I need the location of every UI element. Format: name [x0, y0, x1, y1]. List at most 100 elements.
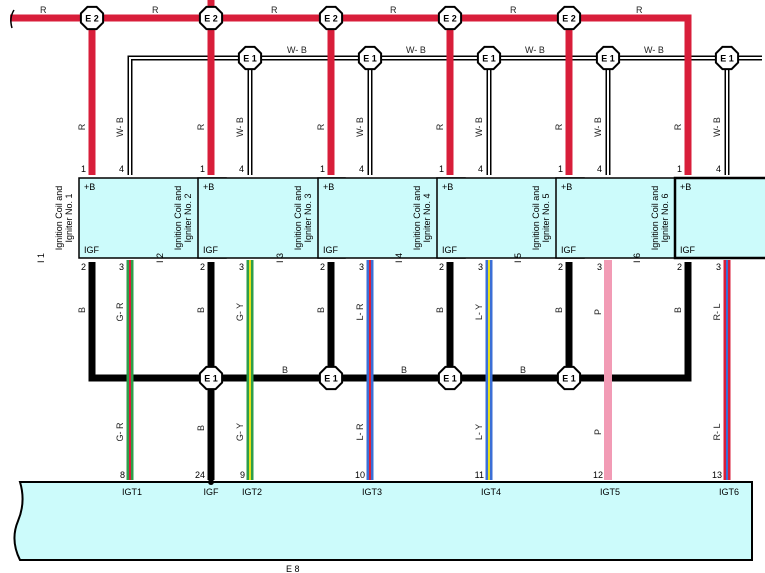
wire-label-b: B [316, 307, 326, 313]
junction-e1-top-1-label: E 1 [243, 54, 257, 64]
wire-label-igt: R- L [712, 303, 722, 320]
wire-label-r: R [77, 123, 87, 130]
pin-2: 2 [558, 262, 563, 272]
coil-name-line2: Igniter No. 5 [541, 193, 551, 242]
ecu-terminal-igt: IGT6 [719, 487, 739, 497]
junction-e1-bus-4: E 1 [556, 365, 582, 391]
wire-label-igt-lower: L- Y [474, 424, 484, 440]
ecu-terminal-igt: IGT2 [242, 487, 262, 497]
ecu-connector-label: E 8 [286, 564, 300, 573]
pin-3: 3 [359, 262, 364, 272]
coil-id: I 1 [36, 253, 46, 263]
pin-2: 2 [677, 262, 682, 272]
junction-e2-4: E 2 [437, 5, 463, 31]
terminal-plus-b: +B [203, 182, 214, 192]
wire-label-wb: W- B [235, 117, 245, 137]
b-igf-bus [88, 262, 692, 485]
ecu-terminal-igt: IGT4 [481, 487, 501, 497]
coil-name-line2: Igniter No. 3 [303, 193, 313, 242]
coil-name-line2: Igniter No. 1 [64, 193, 74, 242]
wire-label-wb: W- B [593, 117, 603, 137]
ecu-pin-number: 11 [475, 470, 484, 480]
terminal-igf: IGF [84, 245, 100, 255]
pin-3: 3 [119, 262, 124, 272]
r-power-bus [10, 0, 692, 175]
wb-bus-label: W- B [287, 45, 307, 55]
igf-wire-label: B [196, 425, 206, 431]
b-bus-label: B [282, 365, 288, 375]
pin-3: 3 [478, 262, 483, 272]
coil-name-line1: Ignition Coil and [293, 186, 303, 251]
terminal-plus-b: +B [442, 182, 453, 192]
coil-id: I 4 [394, 253, 404, 263]
pin-1: 1 [320, 164, 325, 174]
wire-label-wb: W- B [115, 117, 125, 137]
coil-6: +BGNDIGFIGT1423Ignition Coil andIgniter … [632, 117, 765, 441]
ecu-terminal-igt: IGT3 [362, 487, 382, 497]
wire-label-r: R [316, 123, 326, 130]
wire-label-r: R [196, 123, 206, 130]
ecu-pin-number: 10 [355, 470, 365, 480]
junction-e1-bus-3-label: E 1 [443, 374, 457, 384]
wire-label-igt-lower: R- L [712, 423, 722, 440]
bus-wire-labels: R R R R R R W- B W- B W- B W- B B B B B [40, 5, 664, 431]
wire-label-r: R [554, 123, 564, 130]
pin-3: 3 [716, 262, 721, 272]
junction-e1-top-3: E 1 [476, 45, 502, 71]
junction-e1-top-4-label: E 1 [601, 54, 615, 64]
pin-2: 2 [439, 262, 444, 272]
terminal-plus-b: +B [323, 182, 334, 192]
r-bus-label: R [271, 5, 278, 15]
pin-1: 1 [558, 164, 563, 174]
wb-bus-label: W- B [525, 45, 545, 55]
wire-label-igt: G- R [115, 302, 125, 321]
junction-e1-bus-3: E 1 [437, 365, 463, 391]
ecu-terminal-igt: IGT1 [122, 487, 142, 497]
wire-label-wb: W- B [712, 117, 722, 137]
pin-4: 4 [478, 164, 483, 174]
wire-label-r: R [435, 123, 445, 130]
pin-1: 1 [439, 164, 444, 174]
r-bus-label: R [510, 5, 517, 15]
terminal-plus-b: +B [680, 182, 691, 192]
coil-name-line1: Ignition Coil and [531, 186, 541, 251]
wire-label-igt-lower: L- R [355, 423, 365, 441]
coil-name-line2: Igniter No. 4 [422, 193, 432, 242]
wire-label-igt-lower: G- Y [235, 423, 245, 441]
pin-2: 2 [200, 262, 205, 272]
pin-4: 4 [716, 164, 721, 174]
coil-name-line1: Ignition Coil and [54, 186, 64, 251]
wire-label-igt-lower: P [593, 429, 603, 435]
pin-4: 4 [359, 164, 364, 174]
wire-label-wb: W- B [474, 117, 484, 137]
junction-e1-top-5: E 1 [714, 45, 740, 71]
ecu-pin-number: 9 [240, 470, 245, 480]
coil-box [673, 176, 765, 260]
pin-1: 1 [81, 164, 86, 174]
junction-e1-bus-1: E 1 [198, 365, 224, 391]
wire-label-b: B [196, 307, 206, 313]
wire-label-igt: G- Y [235, 303, 245, 321]
wire-label-igt: P [593, 309, 603, 315]
junction-e1-top-2: E 1 [357, 45, 383, 71]
pin-4: 4 [119, 164, 124, 174]
coil-name-line1: Ignition Coil and [650, 186, 660, 251]
ecu-pin-number: 8 [120, 470, 125, 480]
junction-e2-1: E 2 [79, 5, 105, 31]
b-bus-label: B [401, 365, 407, 375]
terminal-igf: IGF [323, 245, 339, 255]
pin-2: 2 [81, 262, 86, 272]
ecu-connector-block [13, 481, 753, 561]
junction-e2-4-label: E 2 [443, 14, 457, 24]
wire-label-b: B [673, 307, 683, 313]
junction-e2-3: E 2 [318, 5, 344, 31]
wire-label-b: B [435, 307, 445, 313]
pin-4: 4 [597, 164, 602, 174]
pin-1: 1 [677, 164, 682, 174]
r-bus-label: R [40, 5, 47, 15]
ignition-coils: +BGNDIGFIGT1423Ignition Coil andIgniter … [36, 117, 765, 442]
junction-e2-3-label: E 2 [324, 14, 338, 24]
